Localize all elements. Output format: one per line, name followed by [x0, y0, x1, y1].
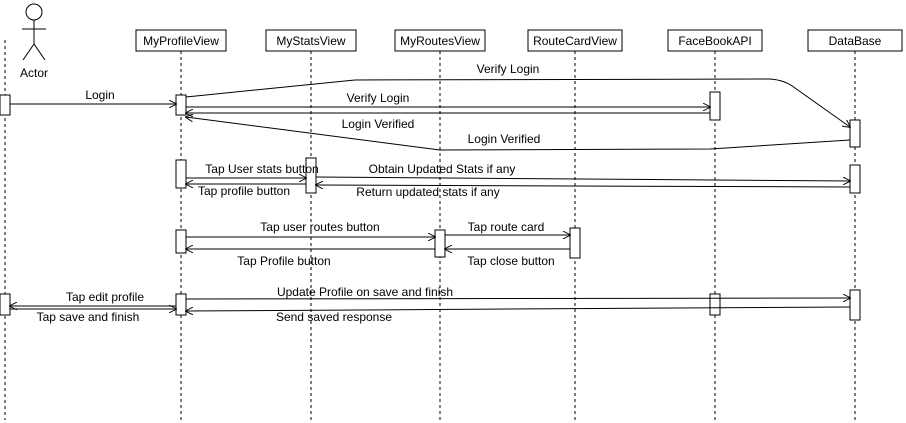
actor-figure-icon: [22, 3, 46, 61]
msg-verify-login-facebook: Verify Login: [347, 91, 410, 105]
participant-route-card-view: RouteCardView: [527, 29, 623, 52]
msg-login-verified-facebook: Login Verified: [342, 117, 415, 131]
svg-text:RouteCardView: RouteCardView: [533, 34, 617, 48]
activation-profile-edit: [175, 293, 187, 316]
msg-tap-profile-from-routes: Tap Profile button: [237, 254, 330, 268]
activation-database-edit: [849, 289, 861, 321]
msg-obtain-stats: Obtain Updated Stats if any: [369, 162, 516, 176]
arrow-login-verified-database: [186, 117, 851, 151]
msg-return-stats: Return updated stats if any: [356, 185, 499, 199]
participant-my-routes-view: MyRoutesView: [394, 29, 486, 52]
svg-text:MyRoutesView: MyRoutesView: [400, 34, 480, 48]
arrow-update-profile: [185, 298, 850, 299]
actor-label: Actor: [20, 66, 48, 80]
activation-facebook-verify: [709, 91, 721, 121]
msg-tap-user-stats: Tap User stats button: [205, 162, 318, 176]
svg-text:MyProfileView: MyProfileView: [143, 34, 219, 48]
activation-actor-edit: [0, 293, 11, 316]
svg-text:MyStatsView: MyStatsView: [276, 34, 345, 48]
msg-login: Login: [85, 88, 114, 102]
participant-database: DataBase: [807, 29, 903, 52]
msg-tap-route-card: Tap route card: [468, 220, 545, 234]
activation-actor-login: [0, 94, 11, 116]
msg-login-verified-database: Login Verified: [468, 132, 541, 146]
activation-database-verify: [849, 119, 861, 148]
participant-my-stats-view: MyStatsView: [265, 29, 357, 52]
msg-tap-user-routes: Tap user routes button: [260, 220, 379, 234]
activation-profile-stats: [175, 159, 187, 189]
activation-profile-login: [175, 94, 187, 116]
svg-text:FaceBookAPI: FaceBookAPI: [678, 34, 751, 48]
msg-update-profile: Update Profile on save and finish: [277, 285, 453, 299]
activation-facebook-edit: [709, 293, 721, 316]
arrow-send-saved: [186, 306, 851, 311]
arrow-return-stats: [316, 185, 851, 187]
msg-tap-close: Tap close button: [467, 254, 554, 268]
arrow-verify-login-database: [185, 78, 850, 127]
svg-text:DataBase: DataBase: [829, 34, 882, 48]
participant-my-profile-view: MyProfileView: [135, 29, 227, 52]
msg-send-saved: Send saved response: [276, 310, 392, 324]
activation-route-card: [569, 227, 581, 259]
msg-tap-profile-from-stats: Tap profile button: [198, 184, 290, 198]
msg-tap-edit-profile: Tap edit profile: [66, 290, 144, 304]
arrow-obtain-stats: [315, 176, 850, 181]
participant-facebook-api: FaceBookAPI: [667, 29, 763, 52]
activation-routes: [434, 229, 446, 258]
activation-database-stats: [849, 164, 861, 194]
msg-tap-save-finish: Tap save and finish: [37, 310, 140, 324]
msg-verify-login-database: Verify Login: [477, 62, 540, 76]
activation-profile-routes: [175, 229, 187, 254]
